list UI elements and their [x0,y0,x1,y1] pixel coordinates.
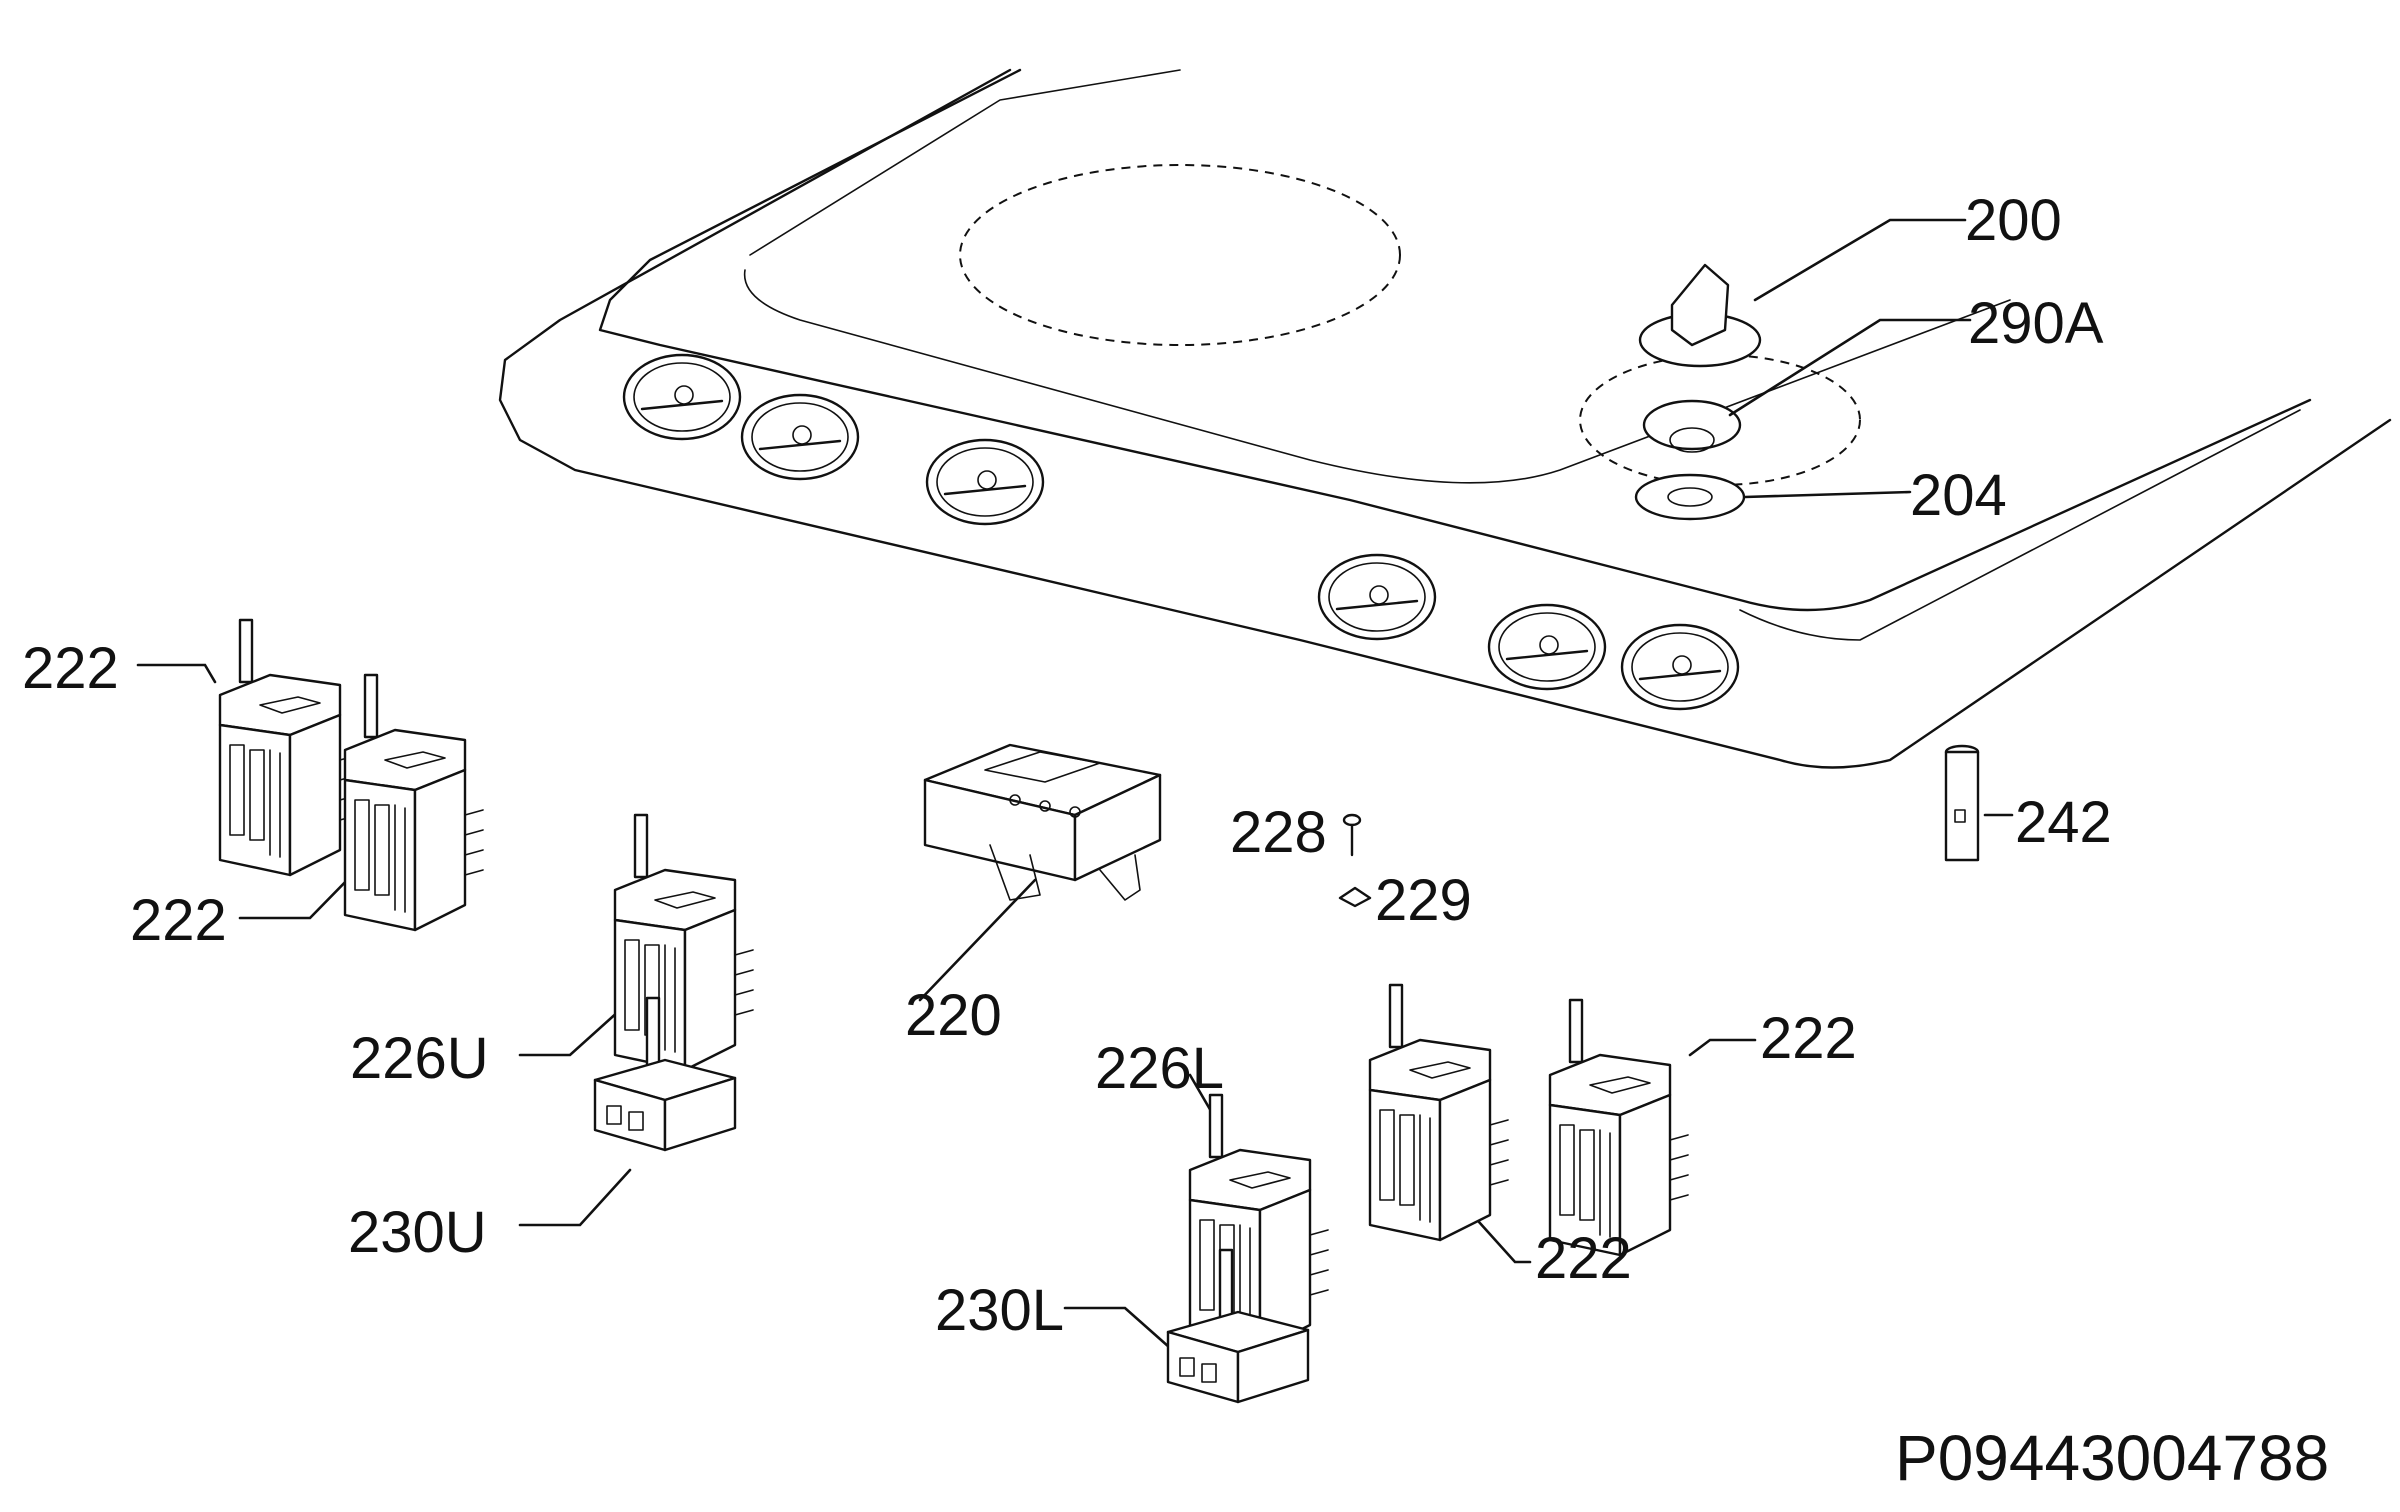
label-226U: 226U [350,1026,489,1091]
switch-226L [1188,1093,1330,1352]
drawing-code: P09443004788 [1895,1422,2329,1494]
selector-switch-222-upper-left [218,618,360,877]
selector-switch-222-lower-right-b [1548,998,1690,1257]
knob-200 [1638,263,1762,368]
knob-seal-290A [1642,399,1742,453]
timer-module-220 [923,743,1162,901]
label-222-right-upper: 222 [1760,1006,1857,1071]
label-229: 229 [1375,868,1472,933]
switch-226U [613,813,755,1072]
label-222-lower-left: 222 [130,888,227,953]
label-222-right-lower: 222 [1535,1226,1632,1291]
selector-switch-222-lower-left [343,673,485,932]
label-230U: 230U [348,1200,487,1265]
label-228: 228 [1230,800,1327,865]
label-200: 200 [1965,188,2062,253]
label-226L: 226L [1095,1036,1224,1101]
label-242: 242 [2015,790,2112,855]
selector-switch-222-lower-right-a [1368,983,1510,1242]
label-204: 204 [1910,463,2007,528]
nut-229 [1338,886,1372,908]
label-222-upper-left: 222 [22,636,119,701]
screw-228 [1342,813,1362,857]
control-panel [498,68,2392,769]
leader-lines [136,218,2014,1357]
label-230L: 230L [935,1278,1064,1343]
label-220: 220 [905,983,1002,1048]
knob-ring-204 [1634,473,1746,521]
light-tube-242 [1944,744,1980,862]
label-290A: 290A [1968,291,2104,356]
